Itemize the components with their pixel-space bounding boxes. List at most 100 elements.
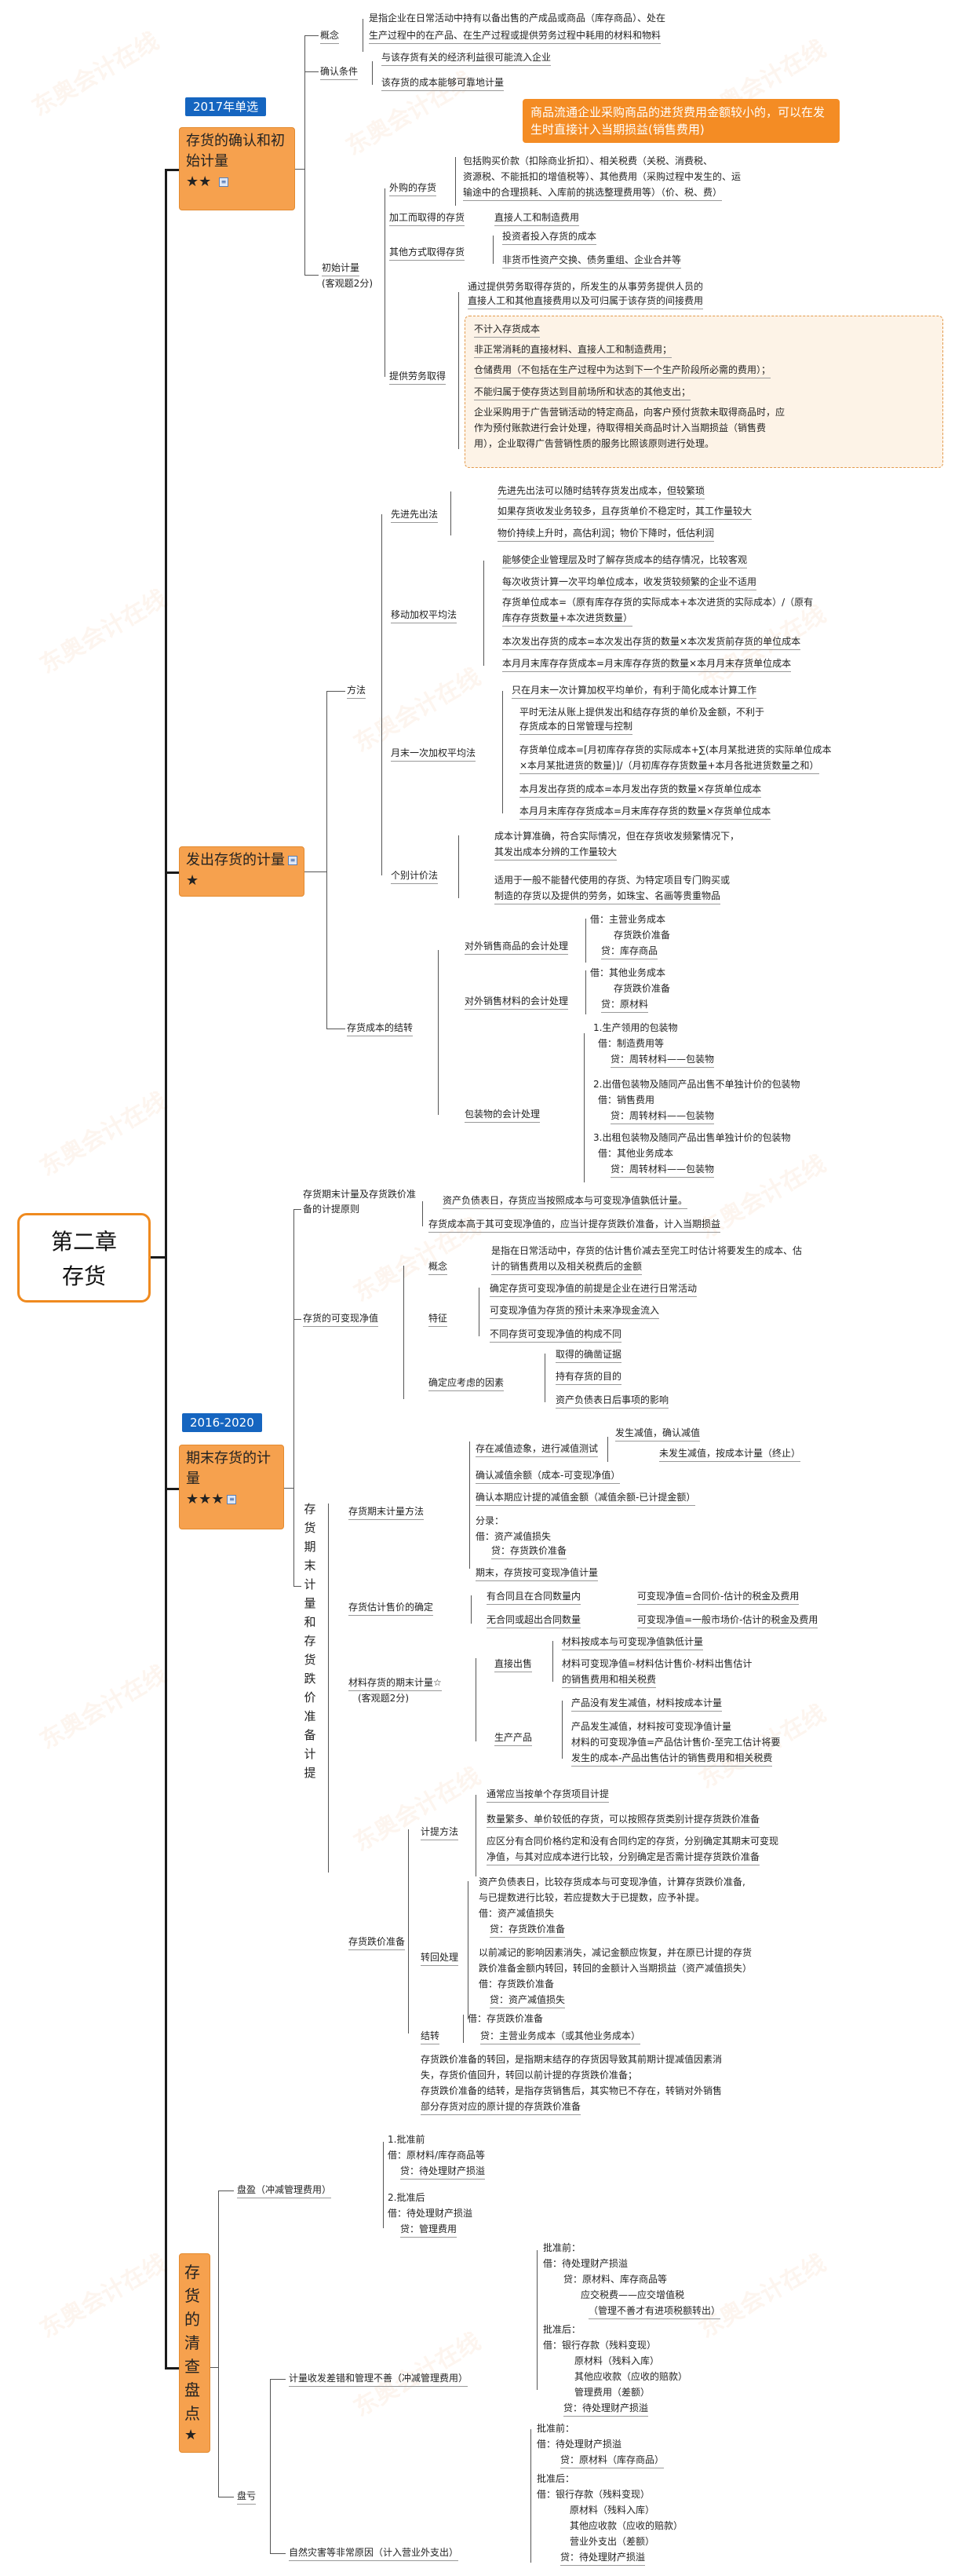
connector: [562, 1701, 563, 1759]
service-text: 直接人工和其他直接费用以及可归属于该存货的间接费用: [468, 294, 704, 309]
entry-line: 应交税费——应交增值税: [581, 2289, 685, 2300]
note-icon[interactable]: ≡: [227, 1495, 237, 1504]
node-fifo: 先进先出法: [391, 507, 439, 523]
specific-point: 其发出成本分辨的工作量较大: [494, 845, 618, 860]
connector: [372, 61, 373, 85]
node-impairment-reserve: 存货跌价准备: [348, 1935, 406, 1950]
node-sell-goods: 对外销售商品的会计处理: [465, 939, 569, 955]
surplus-step: 1.批准前: [388, 2134, 425, 2145]
reserve-explanation: 存货跌价准备的转回，是指期末结存的存货因导致其前期计提减值因素消: [421, 2054, 723, 2065]
connector: [304, 35, 305, 275]
method-substep: 发生减值，确认减值: [615, 1426, 701, 1441]
purchased-text: 资源税、不能抵扣的增值税等）、其他费用（采购过程中发生的、运: [463, 171, 742, 182]
principle-point: 资产负债表日，存货应当按照成本与可变现净值孰低计量。: [443, 1193, 688, 1209]
connector: [165, 169, 179, 171]
entry-line: 借：原材料/库存商品等: [388, 2150, 486, 2161]
topic-stars: ★: [186, 872, 199, 889]
entry-line: 借：资产减值损失: [479, 1908, 555, 1919]
root-title-line2: 存货: [61, 1263, 106, 1289]
connector: [552, 1641, 553, 1682]
node-specific-identification: 个别计价法: [391, 868, 439, 884]
processed-text: 直接人工和制造费用: [494, 210, 580, 226]
method-substep: 未发生减值，按成本计量（终止）: [659, 1446, 801, 1462]
reversal-point: 跌价准备金额内转回，转回的金额计入当期损益（资产减值损失）: [479, 1963, 753, 1974]
packaging-case: 3.出租包装物及随同产品出售单独计价的包装物: [593, 1132, 791, 1143]
entry-line: 借：销售费用: [598, 1094, 655, 1105]
entry-line: 贷：原材料、库存商品等: [563, 2274, 668, 2285]
entry-line: 借：存货跌价准备: [479, 1979, 555, 1990]
nrv-feature: 确定存货可变现净值的前提是企业在进行日常活动: [490, 1281, 698, 1297]
entry-line: 借：其他业务成本: [590, 967, 666, 978]
connector: [151, 1256, 166, 1259]
note-icon[interactable]: ≡: [219, 177, 229, 187]
accrual-point: 数量繁多、单价较低的存货，可以按照存货类别计提存货跌价准备: [487, 1812, 760, 1828]
excluded-item: 不能归属于使存货达到目前场所和状态的其他支出；: [474, 385, 691, 400]
connector: [270, 2553, 286, 2554]
direct-sale-point: 材料可变现净值=材料估计售价-材料出售估计: [562, 1658, 753, 1669]
fifo-point: 如果存货收发业务较多，且存货单价不稳定时，其工作量较大: [498, 504, 753, 520]
production-point: 产品没有发生减值，材料按成本计量: [571, 1696, 723, 1712]
nrv-feature: 不同存货可变现净值的构成不同: [490, 1327, 622, 1343]
root-title-line1: 第二章: [50, 1229, 117, 1255]
reserve-explanation: 部分存货对应的原计提的存货跌价准备: [421, 2099, 581, 2115]
production-point: 材料的可变现净值=产品估计售价-至完工估计将要: [571, 1737, 781, 1748]
excluded-item: 用），企业取得广告营销性质的服务比照该原则进行处理。: [474, 438, 715, 449]
watermark: 东奥会计在线: [349, 663, 486, 758]
monthly-point: 只在月末一次计算加权平均单价，有利于简化成本计算工作: [512, 683, 757, 699]
material-score: (客观题2分): [358, 1693, 409, 1704]
topic-stars: ★★★: [186, 1491, 224, 1507]
direct-sale-point: 材料按成本与可变现净值孰低计量: [562, 1635, 704, 1650]
concept-text: 生产过程中的在产品、在生产过程或提供劳务过程中耗用的材料和物料: [369, 28, 662, 44]
connector: [585, 919, 586, 963]
connector: [293, 1319, 301, 1320]
other-way: 投资者投入存货的成本: [502, 229, 597, 245]
topic-recognition: 存货的确认和初始计量 ★★ ≡: [179, 127, 295, 210]
connector: [463, 2015, 464, 2043]
connector: [270, 2379, 271, 2553]
node-purchased: 外购的存货: [389, 181, 437, 196]
entry-line: 借：资产减值损失: [476, 1531, 552, 1542]
connector: [218, 2191, 219, 2497]
price-case: 无合同或超出合同数量: [487, 1613, 581, 1628]
monthly-point: 本月发出存货的成本=本月发出存货的数量×存货单位成本: [519, 782, 762, 798]
moving-average-point: 每次收货计算一次平均单位成本，收发货较频繁的企业不适用: [502, 575, 757, 590]
price-case: 有合同且在合同数量内: [487, 1589, 581, 1605]
connector: [304, 71, 319, 72]
monthly-point: 存货单位成本=[月初库存存货的实际成本+∑(本月某批进货的实际单位成本: [519, 744, 832, 755]
nrv-feature: 可变现净值为存货的预计未来净现金流入: [490, 1303, 660, 1319]
moving-average-point: 本次发出存货的成本=本次发出存货的数量×本次发货前存货的单位成本: [502, 634, 801, 650]
initial-measurement-score: (客观题2分): [322, 278, 373, 289]
specific-point: 制造的存货以及提供的劳务，如珠宝、名画等贵重物品: [494, 889, 721, 904]
entry-line: 借：待处理财产损溢: [537, 2439, 622, 2450]
connector: [530, 2429, 531, 2563]
connector: [458, 292, 459, 449]
shortage-step: 批准前：: [537, 2423, 575, 2434]
entry-line: 存货跌价准备: [614, 930, 671, 941]
connector: [607, 1437, 608, 1462]
topic-label: 存货的确认和初始计量: [186, 133, 285, 170]
production-point: 产品发生减值，材料按可变现净值计量: [571, 1721, 732, 1732]
moving-average-point: 本月月末库存存货成本=月末库存存货的数量×本月月末存货单位成本: [502, 656, 792, 672]
recognition-condition: 与该存货有关的经济利益很可能流入企业: [381, 50, 552, 66]
exam-tag: 2017年单选: [185, 97, 267, 116]
reserve-explanation: 存货跌价准备的结转，是指存货销售后，其实物已不存在，转销对外销售: [421, 2085, 723, 2096]
node-natural-disaster: 自然灾害等非常原因（计入营业外支出）: [289, 2545, 459, 2561]
entry-line: 管理费用（差额）: [574, 2387, 651, 2398]
reserve-explanation: 失，存货价值回升，转回以前计提的存货跌价准备；: [421, 2070, 638, 2081]
price-case-formula: 可变现净值=一般市场价-估计的税金及费用: [637, 1613, 818, 1628]
node-processed: 加工而取得的存货: [389, 210, 465, 226]
entry-line: 贷：周转材料——包装物: [611, 1162, 715, 1178]
entry-line: 贷：待处理财产损溢: [563, 2401, 649, 2417]
specific-point: 成本计算准确，符合实际情况，但在存货收发频繁情况下，: [494, 831, 740, 842]
topic-issue-measurement: 发出存货的计量≡ ★: [179, 846, 304, 897]
connector: [165, 2367, 179, 2370]
note-icon[interactable]: ≡: [288, 856, 297, 865]
watermark: 东奥会计在线: [27, 27, 164, 122]
recognition-condition: 该存货的成本能够可靠地计量: [381, 75, 505, 91]
node-recognition-conditions: 确认条件: [320, 64, 359, 80]
node-reversal: 转回处理: [421, 1950, 459, 1966]
root-node: 第二章 存货: [17, 1213, 151, 1303]
entry-line: 贷：待处理财产损溢: [560, 2550, 646, 2566]
connector: [458, 835, 459, 898]
node-nrv-features: 特征: [428, 1311, 448, 1327]
